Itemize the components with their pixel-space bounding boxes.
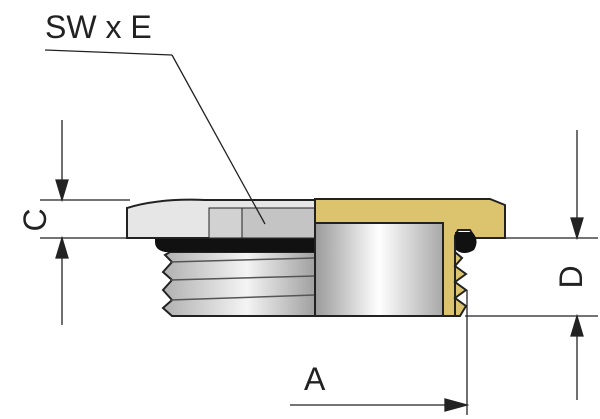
- leader-line: [171, 54, 266, 225]
- arrow-down-icon: [55, 179, 69, 203]
- label-a: A: [304, 361, 326, 397]
- arrow-down-icon: [570, 217, 584, 241]
- arrow-right-icon: [444, 398, 470, 412]
- arrow-up-icon: [55, 235, 69, 259]
- label-c: C: [17, 208, 53, 231]
- hex-head: [126, 198, 316, 239]
- thread-body: [161, 251, 316, 317]
- brass-section: [314, 198, 506, 317]
- seal-gasket: [155, 238, 315, 252]
- label-sw-x-e: SW x E: [45, 9, 152, 45]
- arrow-up-icon: [570, 313, 584, 337]
- label-d: D: [553, 265, 589, 288]
- dimension-lines: [40, 49, 598, 415]
- o-ring: [455, 232, 477, 253]
